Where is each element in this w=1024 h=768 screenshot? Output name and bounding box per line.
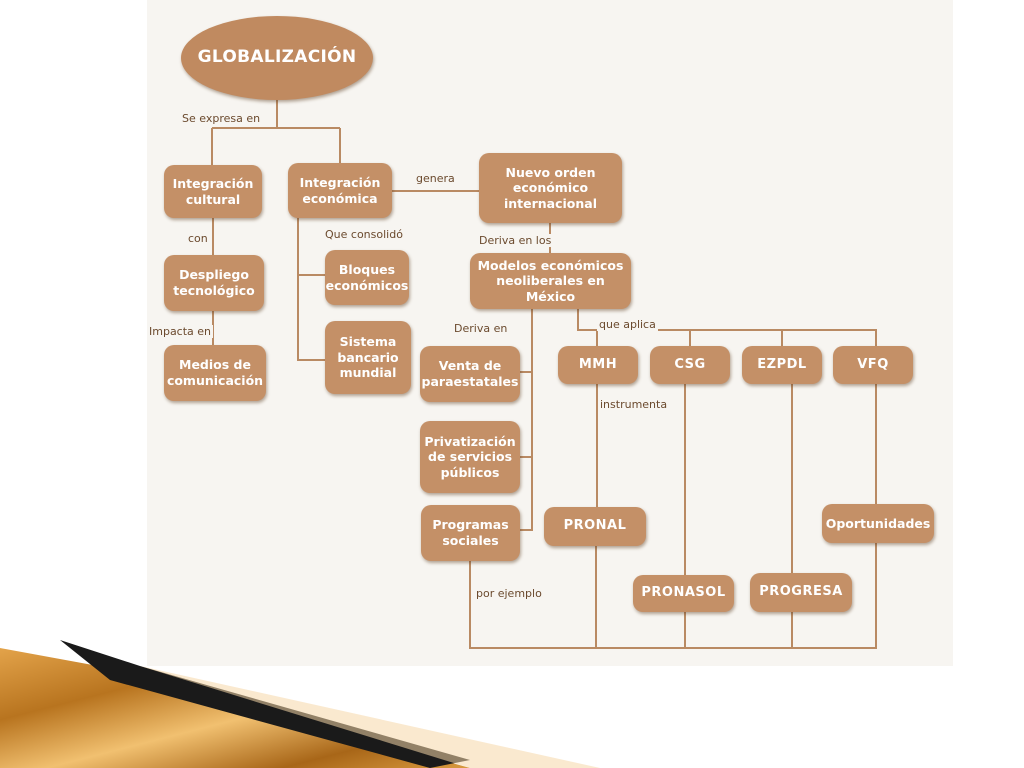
node-pronasol: PRONASOL: [633, 575, 734, 612]
node-privatizacion-servicios: Privatización de servicios públicos: [420, 421, 520, 493]
node-medios-de-comunicacion: Medios de comunicación: [164, 345, 266, 401]
label-con: con: [186, 232, 210, 245]
node-despliego-tecnologico: Despliego tecnológico: [164, 255, 264, 311]
label-instrumenta: instrumenta: [598, 398, 670, 411]
node-oportunidades: Oportunidades: [822, 504, 934, 543]
node-sistema-bancario: Sistema bancario mundial: [325, 321, 411, 394]
node-programas-sociales: Programas sociales: [421, 505, 520, 561]
label-deriva-en: Deriva en: [452, 322, 510, 335]
node-csg: CSG: [650, 346, 730, 384]
node-integracion-cultural: Integración cultural: [164, 165, 262, 218]
node-nuevo-orden: Nuevo orden económico internacional: [479, 153, 622, 223]
node-pronal: PRONAL: [544, 507, 646, 546]
node-modelos-economicos: Modelos económicos neoliberales en Méxic…: [470, 253, 631, 309]
label-se-expresa-en: Se expresa en: [180, 112, 263, 125]
node-venta-paraestatales: Venta de paraestatales: [420, 346, 520, 402]
connector-lines: [150, 100, 877, 649]
node-vfq: VFQ: [833, 346, 913, 384]
label-deriva-en-los: Deriva en los: [477, 234, 554, 247]
label-que-aplica: que aplica: [597, 318, 658, 331]
node-bloques-economicos: Bloques económicos: [325, 250, 409, 305]
node-progresa: PROGRESA: [750, 573, 852, 612]
label-genera: genera: [414, 172, 457, 185]
title-node-globalizacion: GLOBALIZACIÓN: [181, 16, 373, 100]
label-impacta-en: Impacta en: [147, 325, 214, 338]
node-mmh: MMH: [558, 346, 638, 384]
node-ezpdl: EZPDL: [742, 346, 822, 384]
node-integracion-economica: Integración económica: [288, 163, 392, 218]
concept-map-image: [147, 0, 953, 666]
label-por-ejemplo: por ejemplo: [474, 587, 544, 600]
slide-ribbon-decoration: [0, 640, 600, 768]
label-que-consolido: Que consolidó: [323, 228, 405, 241]
